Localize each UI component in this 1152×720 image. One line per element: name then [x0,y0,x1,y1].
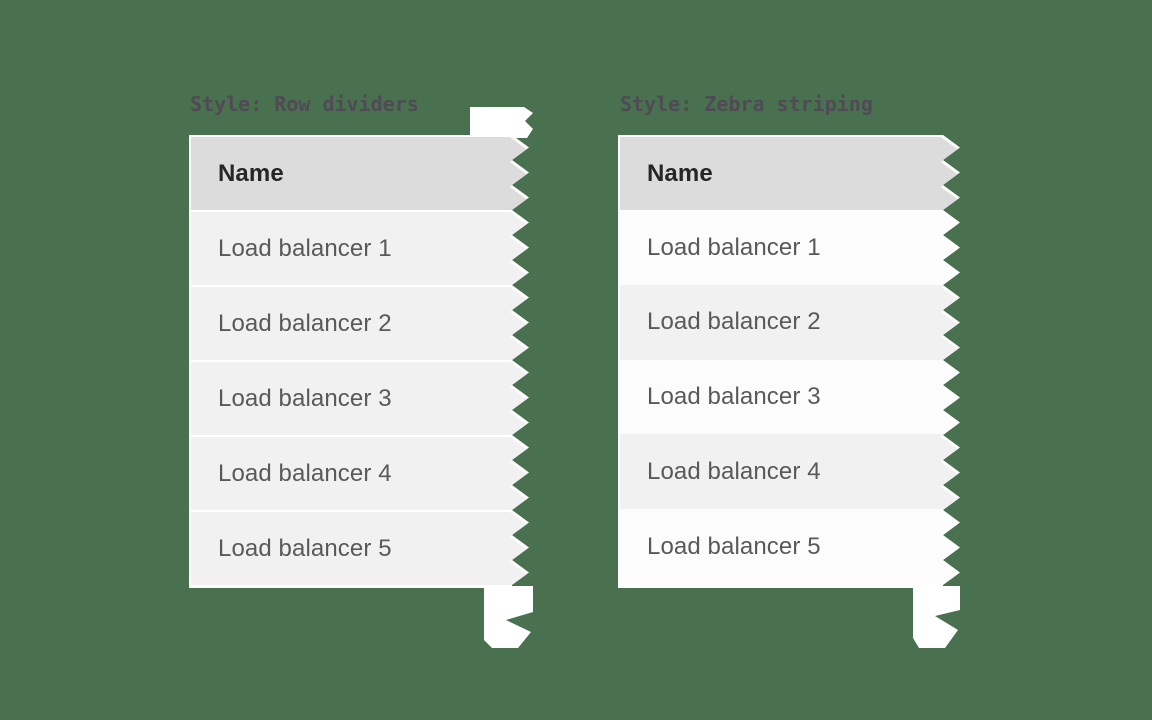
table-row: Load balancer 3 [620,359,958,435]
table-header-cell: Name [620,137,958,210]
table-row: Load balancer 5 [191,512,527,585]
table-example-row-dividers: Name Load balancer 1 Load balancer 2 Loa… [189,135,529,588]
table-row: Load balancer 5 [620,509,958,584]
table-row: Load balancer 3 [191,362,527,435]
style-label-zebra-striping: Style: Zebra striping [620,92,873,116]
data-table: Name Load balancer 1 Load balancer 2 Loa… [191,137,527,586]
table-row: Load balancer 2 [191,287,527,360]
table-row: Load balancer 1 [620,212,958,285]
table-row: Load balancer 4 [191,437,527,510]
torn-paper-fragment [470,107,533,138]
table-header-cell: Name [191,137,527,210]
table-row: Load balancer 4 [620,434,958,510]
torn-paper-fragment [913,586,960,648]
table-row: Load balancer 2 [620,284,958,360]
table-example-zebra-striping: Name Load balancer 1 Load balancer 2 Loa… [618,135,960,588]
data-table: Name Load balancer 1 Load balancer 2 Loa… [620,137,958,586]
torn-paper-fragment [484,586,533,648]
table-row: Load balancer 1 [191,212,527,285]
style-label-row-dividers: Style: Row dividers [190,92,419,116]
